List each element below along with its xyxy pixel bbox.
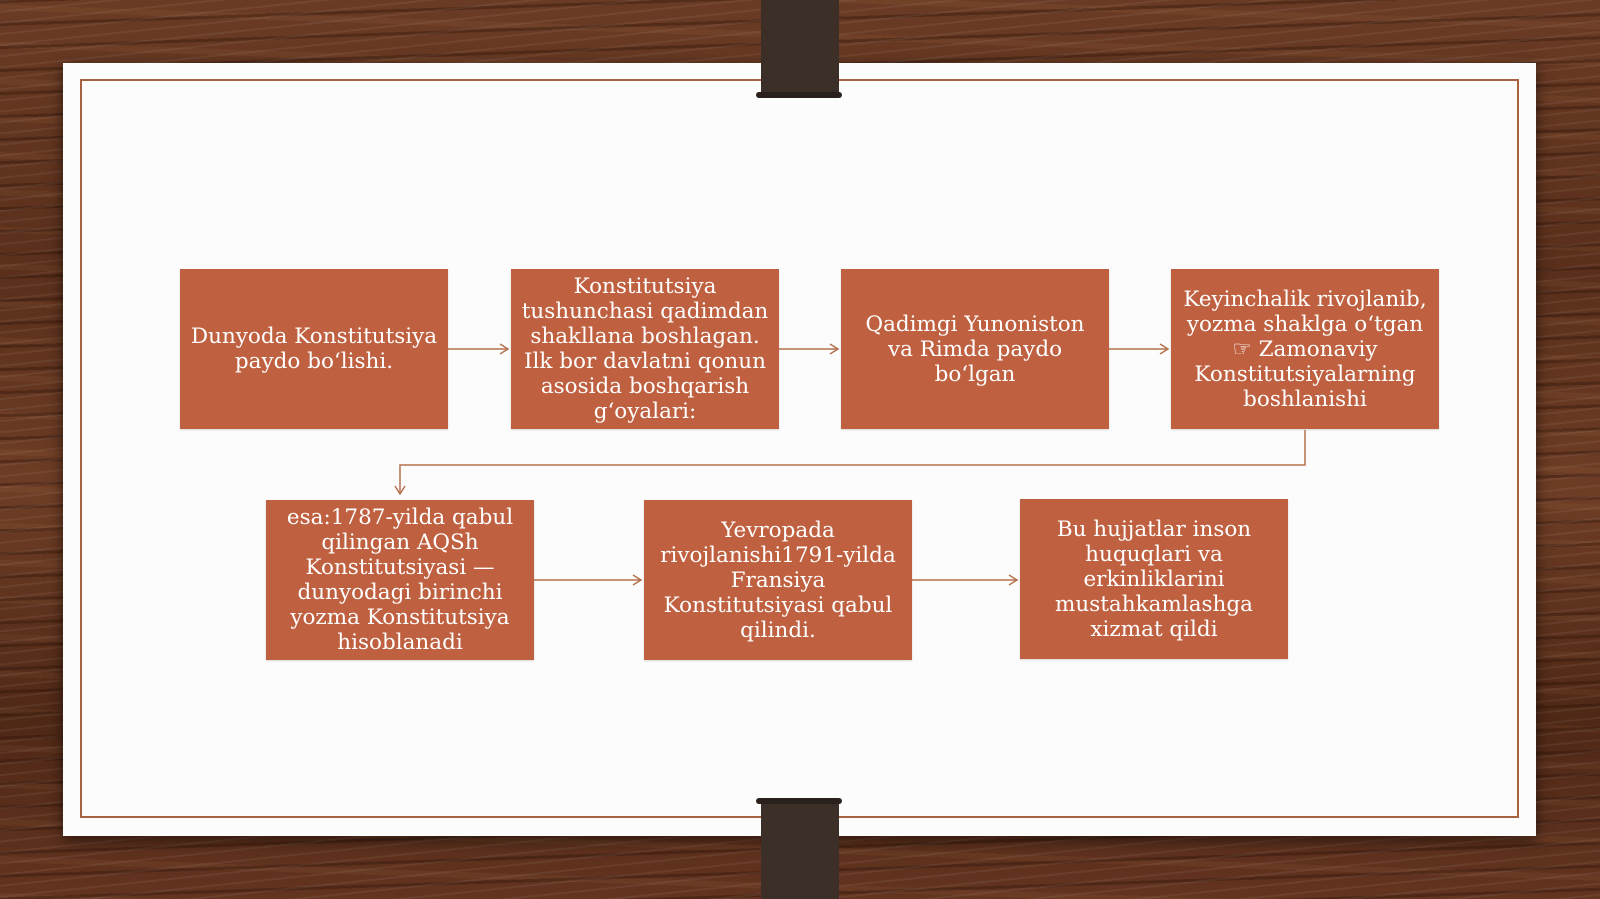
arrow-2-to-3 bbox=[779, 343, 840, 355]
binder-clip-top-lip bbox=[756, 92, 842, 98]
binder-clip-bottom-lip bbox=[756, 798, 842, 804]
binder-clip-top bbox=[761, 0, 839, 97]
slide-paper bbox=[63, 63, 1536, 836]
binder-clip-bottom bbox=[761, 802, 839, 899]
flow-box-4: Keyinchalik rivojlanib, yozma shaklga oʻ… bbox=[1171, 269, 1439, 429]
flow-box-6-text: Yevropada rivojlanishi1791-yilda Fransiy… bbox=[660, 517, 896, 643]
arrow-3-to-4 bbox=[1109, 343, 1170, 355]
flow-box-3-text: Qadimgi Yunoniston va Rimda paydo boʻlga… bbox=[865, 311, 1085, 387]
flow-box-5-text: esa:1787-yilda qabul qilingan AQSh Konst… bbox=[286, 505, 514, 655]
flow-box-6: Yevropada rivojlanishi1791-yilda Fransiy… bbox=[644, 500, 912, 660]
arrow-5-to-6 bbox=[534, 574, 643, 586]
arrow-6-to-7 bbox=[912, 574, 1019, 586]
arrow-4-to-5 bbox=[394, 430, 1306, 496]
flow-box-7: Bu hujjatlar inson huquqlari va erkinlik… bbox=[1020, 499, 1288, 659]
flow-box-4-text: Keyinchalik rivojlanib, yozma shaklga oʻ… bbox=[1183, 286, 1427, 412]
flow-box-1: Dunyoda Konstitutsiya paydo boʻlishi. bbox=[180, 269, 448, 429]
flow-box-2-text: Konstitutsiya tushunchasi qadimdan shakl… bbox=[521, 274, 769, 424]
flow-box-2: Konstitutsiya tushunchasi qadimdan shakl… bbox=[511, 269, 779, 429]
flow-box-5: esa:1787-yilda qabul qilingan AQSh Konst… bbox=[266, 500, 534, 660]
arrow-1-to-2 bbox=[448, 343, 510, 355]
flow-box-1-text: Dunyoda Konstitutsiya paydo boʻlishi. bbox=[190, 324, 438, 374]
flow-box-7-text: Bu hujjatlar inson huquqlari va erkinlik… bbox=[1055, 516, 1253, 642]
flow-box-3: Qadimgi Yunoniston va Rimda paydo boʻlga… bbox=[841, 269, 1109, 429]
